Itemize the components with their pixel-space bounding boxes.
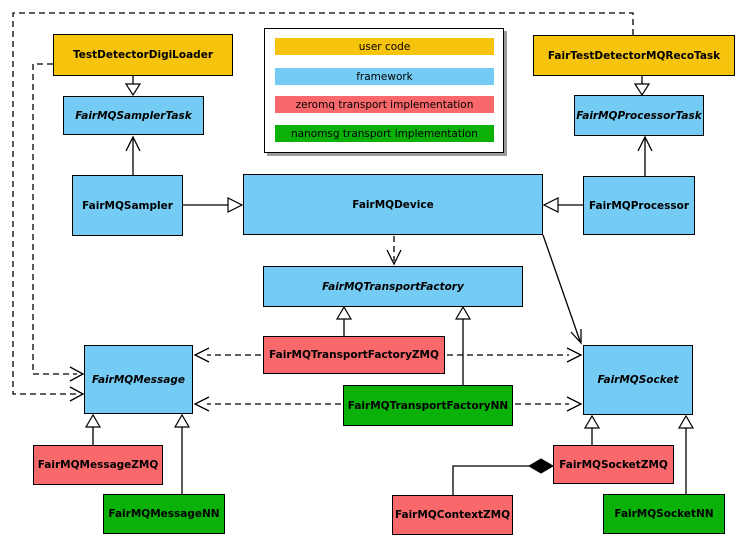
edge-fairmqprocessor-fairmqdevice xyxy=(542,197,583,213)
node-fairmqsamplertask: FairMQSamplerTask xyxy=(63,96,204,135)
node-fairtestdetectormqrecotask: FairTestDetectorMQRecoTask xyxy=(533,35,735,76)
node-fairmqprocessor: FairMQProcessor xyxy=(583,176,695,235)
edge-fairtestdetectormqrecotask-fairmqmessage xyxy=(12,12,634,402)
legend-box: user code framework zeromq transport imp… xyxy=(264,28,504,153)
edge-fairmqtransportfactorynn-fairmqsocket xyxy=(515,396,583,412)
legend-item-zeromq-transport: zeromq transport implementation xyxy=(275,96,494,113)
edge-fairmqtransportfactorynn-fairmqtransportfactory xyxy=(454,305,472,385)
node-fairmqtransportfactory: FairMQTransportFactory xyxy=(263,266,523,307)
edge-fairmqtransportfactoryzmq-fairmqmessage xyxy=(193,347,261,363)
edge-fairmqmessagenn-fairmqmessage xyxy=(173,413,191,494)
node-fairmqmessagezmq: FairMQMessageZMQ xyxy=(33,445,163,485)
legend-item-user-code: user code xyxy=(275,38,494,55)
legend-item-nanomsg-transport: nanomsg transport implementation xyxy=(275,125,494,142)
edge-fairmqtransportfactoryzmq-fairmqtransportfactory xyxy=(335,305,353,336)
node-fairmqmessagenn: FairMQMessageNN xyxy=(103,494,225,534)
node-fairmqsocketzmq: FairMQSocketZMQ xyxy=(553,445,674,484)
node-fairmqsocket: FairMQSocket xyxy=(583,345,693,415)
node-fairmqsocketnn: FairMQSocketNN xyxy=(603,494,725,534)
node-testdetectordigiloader: TestDetectorDigiLoader xyxy=(53,34,233,76)
edge-fairtestdetectormqrecotask-fairmqprocessortask xyxy=(633,76,651,97)
edge-fairmqdevice-fairmqtransportfactory xyxy=(386,236,402,266)
edge-fairmqtransportfactorynn-fairmqmessage xyxy=(193,396,341,412)
node-fairmqsampler: FairMQSampler xyxy=(72,175,183,236)
node-fairmqtransportfactorynn: FairMQTransportFactoryNN xyxy=(343,385,513,426)
edge-fairmqsampler-fairmqsamplertask xyxy=(125,135,141,175)
edge-fairmqprocessor-fairmqprocessortask xyxy=(637,135,653,176)
node-fairmqtransportfactoryzmq: FairMQTransportFactoryZMQ xyxy=(263,336,445,374)
node-fairmqcontextzmq: FairMQContextZMQ xyxy=(392,495,513,535)
edge-fairmqsampler-fairmqdevice xyxy=(183,197,244,213)
edge-testdetectordigiloader-fairmqsamplertask xyxy=(124,76,142,97)
node-fairmqdevice: FairMQDevice xyxy=(243,174,543,235)
legend-item-framework: framework xyxy=(275,68,494,85)
edge-testdetectordigiloader-fairmqmessage xyxy=(32,63,85,382)
edge-fairmqsocketnn-fairmqsocket xyxy=(677,414,695,494)
edge-fairmqtransportfactoryzmq-fairmqsocket xyxy=(447,347,583,363)
edge-fairmqmessagezmq-fairmqmessage xyxy=(84,413,102,445)
edge-fairmqsocketzmq-fairmqsocket xyxy=(583,414,601,445)
edge-fairmqdevice-fairmqsocket xyxy=(542,234,582,345)
node-fairmqmessage: FairMQMessage xyxy=(84,345,193,414)
edge-fairmqcontextzmq-fairmqsocketzmq xyxy=(452,458,554,495)
node-fairmqprocessortask: FairMQProcessorTask xyxy=(574,95,704,136)
